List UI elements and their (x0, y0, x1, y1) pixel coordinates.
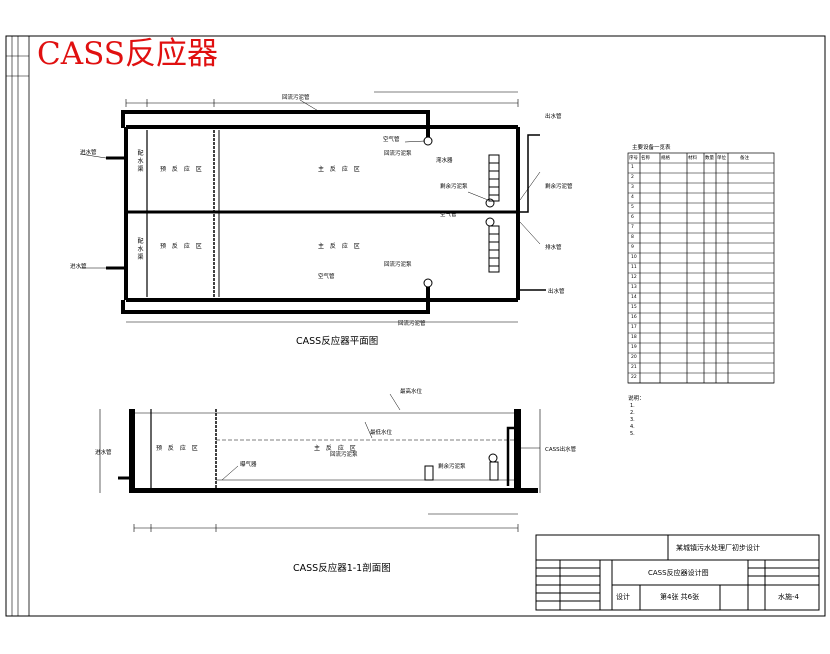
title-sheet-info: 第4张 共6张 (660, 593, 700, 601)
table-row-number: 19 (631, 345, 637, 350)
plan-zone-upper-main: 主 反 应 区 (318, 166, 362, 173)
decanter-lower (488, 225, 500, 273)
table-row-number: 16 (631, 315, 637, 320)
table-row-number: 22 (631, 375, 637, 380)
outlet-pipe (518, 134, 540, 213)
table-row-number: 3 (631, 185, 634, 190)
table-row-number: 5 (631, 205, 634, 210)
section-label-outlet: CASS出水管 (545, 447, 577, 453)
section-label-water-low: 最低水位 (370, 430, 393, 436)
title-design-label: 设计 (616, 593, 630, 601)
section-caption: CASS反应器1-1剖面图 (293, 563, 391, 574)
plan-label-right-bottom: 出水管 (548, 289, 565, 295)
table-row-number: 18 (631, 335, 637, 340)
table-row-number: 11 (631, 265, 637, 270)
table-row-number: 7 (631, 225, 634, 230)
materials-table-rows (628, 162, 774, 384)
plan-outer-wall (124, 125, 520, 302)
table-row-number: 12 (631, 275, 637, 280)
table-row-number: 13 (631, 285, 637, 290)
note-line: 2. (630, 410, 635, 416)
section-pumps (424, 453, 499, 481)
plan-label-inlet-lower: 进水管 (70, 264, 87, 270)
plan-zone-lower-select: 预 反 应 区 (160, 243, 204, 250)
table-row-number: 6 (631, 215, 634, 220)
title-block (535, 534, 820, 611)
plan-view (79, 91, 546, 323)
section-label-sludge-pump: 剩余污泥泵 (438, 464, 466, 470)
drawing-heading: CASS反应器 (37, 36, 219, 72)
section-zone-main: 主 反 应 区 (314, 445, 358, 452)
note-line: 5. (630, 431, 635, 437)
plan-label-sludge-pump: 剩余污泥泵 (440, 184, 468, 190)
table-title: 主要设备一览表 (632, 145, 671, 151)
section-zone-pre: 预 反 应 区 (156, 445, 200, 452)
plan-label-right-top: 出水管 (545, 114, 562, 120)
plan-channel-lower: 配水渠 (137, 238, 144, 261)
table-header-cell: 单位 (717, 156, 726, 161)
plan-label-right-mid: 剩余污泥管 (545, 184, 573, 190)
section-label-sludge-return: 回流污泥泵 (330, 452, 358, 458)
section-outlet-pipe (506, 426, 516, 486)
section-label-water-high: 最高水位 (400, 389, 423, 395)
table-row-number: 15 (631, 305, 637, 310)
section-floor-slab (129, 488, 538, 493)
plan-label-inlet-upper: 进水管 (80, 150, 97, 156)
plan-label-gas-lower: 空气管 (318, 274, 335, 280)
section-left-wall (129, 409, 135, 491)
table-row-number: 4 (631, 195, 634, 200)
section-dim-lines (99, 409, 541, 532)
note-line: 1. (630, 403, 635, 409)
plan-label-bottom-return: 回流污泥管 (398, 321, 426, 327)
plan-label-gas-main: 空气管 (440, 212, 457, 218)
table-row-number: 14 (631, 295, 637, 300)
title-drawing-no: 水施-4 (778, 593, 799, 601)
notes-title: 说明： (628, 396, 645, 402)
materials-table (627, 152, 775, 384)
table-row-number: 9 (631, 245, 634, 250)
plan-label-right-low: 排水管 (545, 245, 562, 251)
plan-label-return-pump-upper: 回流污泥泵 (384, 151, 412, 157)
plan-dim-lines (125, 91, 519, 323)
plan-caption: CASS反应器平面图 (296, 336, 379, 347)
plan-label-top-return: 回流污泥管 (282, 95, 310, 101)
plan-zone-lower-main: 主 反 应 区 (318, 243, 362, 250)
section-view (99, 393, 541, 532)
top-return-pipe (121, 110, 430, 139)
bottom-return-pipe (121, 285, 430, 314)
plan-label-return-pump-lower: 回流污泥泵 (384, 262, 412, 268)
table-row-number: 8 (631, 235, 634, 240)
plan-zone-upper-select: 预 反 应 区 (160, 166, 204, 173)
binding-margin (5, 35, 30, 617)
note-line: 3. (630, 417, 635, 423)
section-leaders (221, 393, 540, 481)
table-header-cell: 数量 (705, 156, 714, 161)
title-drawing-name: CASS反应器设计图 (648, 569, 709, 577)
table-row-number: 17 (631, 325, 637, 330)
table-header-cell: 规格 (661, 156, 670, 161)
title-project: 某城镇污水处理厂初步设计 (676, 544, 760, 552)
table-row-number: 20 (631, 355, 637, 360)
binding-margin-ticks (6, 36, 29, 616)
decanter-upper (488, 154, 500, 202)
section-label-inlet: 进水管 (95, 450, 112, 456)
plan-leaders (79, 99, 541, 269)
plan-label-decanter: 滗水器 (436, 158, 453, 164)
section-label-aerator: 曝气器 (240, 462, 257, 468)
table-row-number: 10 (631, 255, 637, 260)
table-header-cell: 材料 (688, 156, 697, 161)
table-header-cell: 备注 (740, 156, 749, 161)
plan-label-gas-upper: 空气管 (383, 137, 400, 143)
table-header-cell: 名称 (641, 156, 650, 161)
table-header-cell: 序号 (629, 156, 638, 161)
section-right-wall (514, 409, 521, 491)
table-row-number: 21 (631, 365, 637, 370)
note-line: 4. (630, 424, 635, 430)
table-row-number: 2 (631, 175, 634, 180)
table-row-number: 1 (631, 165, 634, 170)
plan-channel-upper: 配水渠 (137, 150, 144, 173)
